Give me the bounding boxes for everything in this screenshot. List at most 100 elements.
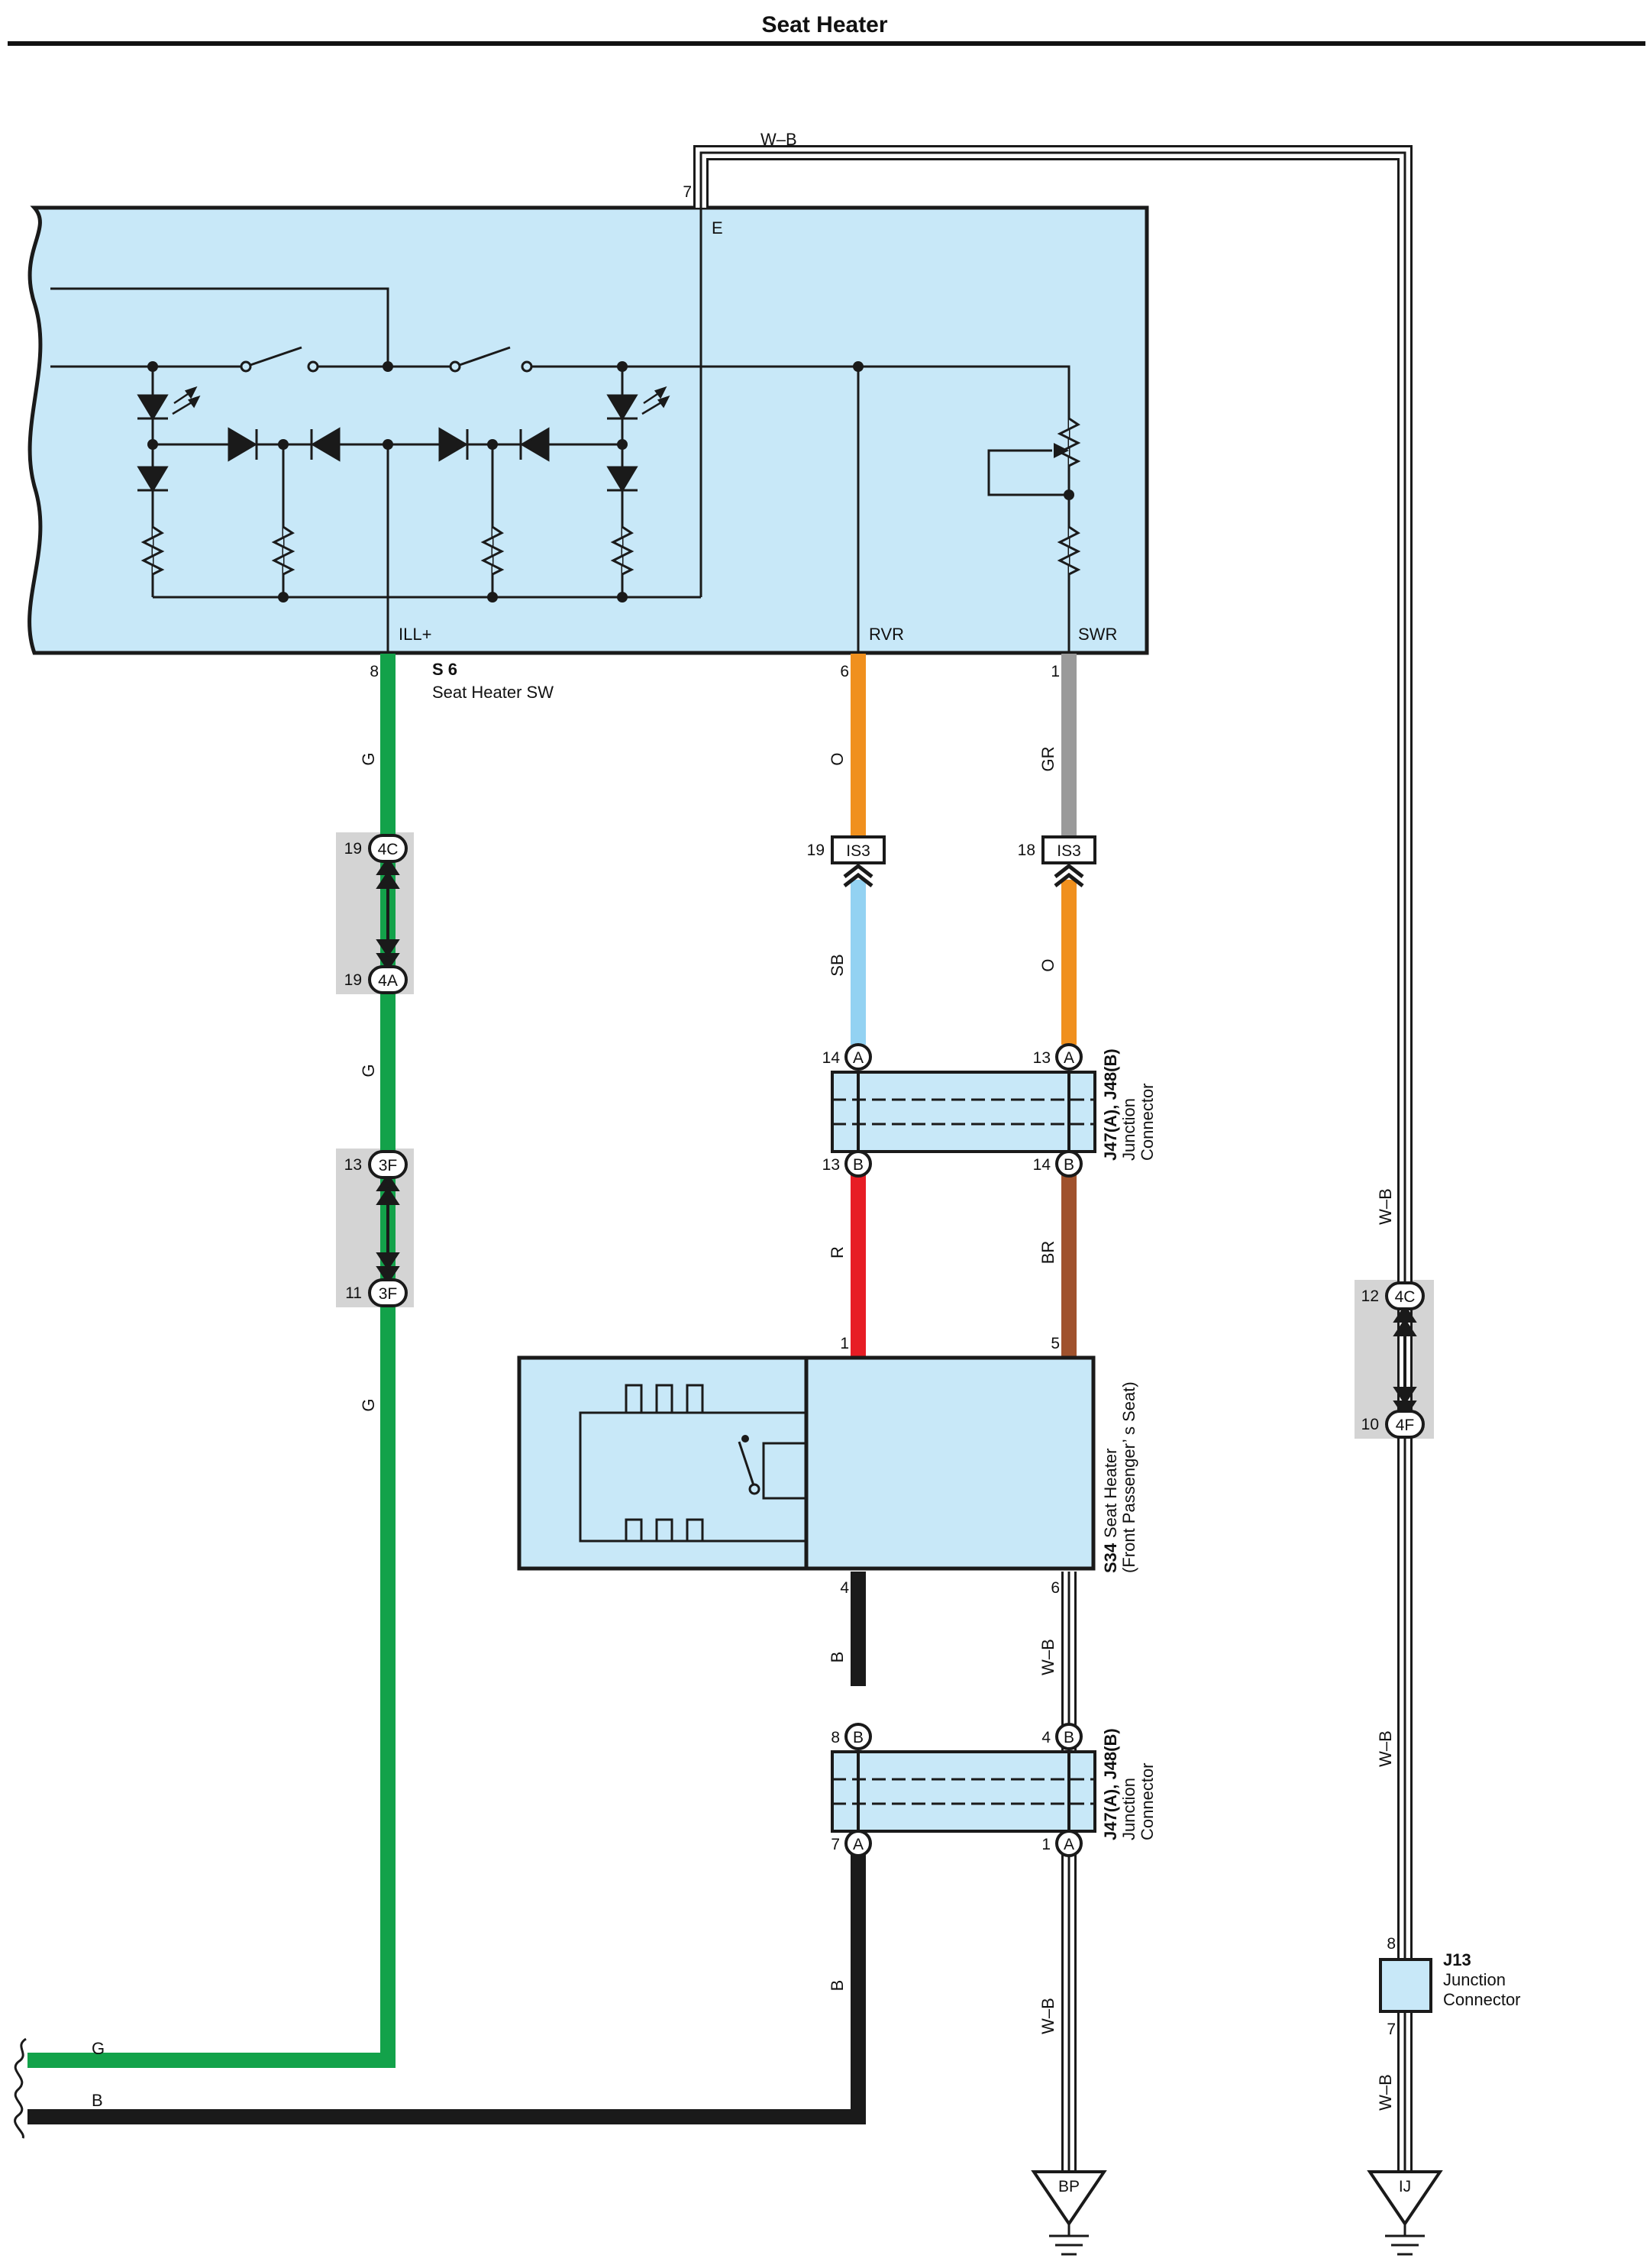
pin-circle-j47-bot-b-left: B xyxy=(844,1723,872,1750)
pin-g-4a: 19 xyxy=(344,971,362,989)
svg-text:J47(A), J48(B): J47(A), J48(B) xyxy=(1101,1048,1120,1161)
wire-br-label: BR xyxy=(1038,1241,1057,1265)
connector-is3-right: IS3 xyxy=(1041,835,1096,887)
wire-g-label-3: G xyxy=(359,1398,378,1411)
connector-3f-g-top: 3F xyxy=(368,1150,408,1179)
wire-g-bottom-label: G xyxy=(92,2039,105,2058)
junction-connector-top xyxy=(831,1071,1096,1153)
terminal-rvr-label: RVR xyxy=(869,625,904,644)
pin-j47-top-a-right: 13 xyxy=(1033,1049,1051,1067)
svg-text:A: A xyxy=(1064,1049,1074,1067)
pin-wb-4c: 12 xyxy=(1361,1287,1379,1305)
pin-j47-bot-a-right: 1 xyxy=(1041,1836,1051,1853)
svg-text:(Front Passenger’ s Seat): (Front Passenger’ s Seat) xyxy=(1119,1381,1138,1573)
j13-code: J13 xyxy=(1443,1950,1471,1969)
wire-wb-top-label: W–B xyxy=(760,130,797,149)
s6-pin-rvr: 6 xyxy=(840,663,849,680)
s34-label: S34 Seat Heater (Front Passenger’ s Seat… xyxy=(1101,1381,1138,1573)
s6-name: Seat Heater SW xyxy=(432,683,554,702)
pin-s34-out-right: 6 xyxy=(1051,1579,1060,1597)
svg-text:IS3: IS3 xyxy=(1057,842,1081,860)
pin-is3-left: 19 xyxy=(807,842,825,859)
connector-4a-g: 4A xyxy=(368,965,408,994)
svg-text:BP: BP xyxy=(1058,2178,1080,2195)
ground-ij: IJ xyxy=(1367,2170,1443,2256)
pin-circle-j47-top-b-right: B xyxy=(1055,1150,1083,1178)
svg-text:3F: 3F xyxy=(379,1285,398,1303)
pin-is3-right: 18 xyxy=(1018,842,1035,859)
wire-wb-label-1: W–B xyxy=(1038,1639,1057,1675)
title-rule xyxy=(8,41,1645,46)
pin-g-4c: 19 xyxy=(344,840,362,858)
junction-connector-bottom xyxy=(831,1750,1096,1833)
s6-pin-ill: 8 xyxy=(370,663,379,680)
svg-text:B: B xyxy=(853,1156,864,1174)
wire-b-label-2: B xyxy=(828,1980,847,1992)
connector-4c-wb: 4C xyxy=(1385,1281,1425,1310)
connector-is3-left: IS3 xyxy=(831,835,886,887)
pin-circle-j47-bot-b-right: B xyxy=(1055,1723,1083,1750)
pin-s34-out-left: 4 xyxy=(840,1579,849,1597)
pin-j47-top-b-left: 13 xyxy=(822,1156,840,1174)
pin-g-3f-bottom: 11 xyxy=(345,1284,362,1302)
pin-j47-bot-a-left: 7 xyxy=(831,1836,840,1853)
svg-text:Junction: Junction xyxy=(1119,1098,1138,1161)
page-title: Seat Heater xyxy=(761,12,887,37)
svg-text:4C: 4C xyxy=(378,841,399,858)
wire-o-label: O xyxy=(828,752,847,765)
s6-code: S 6 xyxy=(432,660,457,679)
j47-top-label: J47(A), J48(B) Junction Connector xyxy=(1101,1048,1157,1161)
pin-wb-4f: 10 xyxy=(1361,1416,1379,1433)
pin-s34-in-right: 5 xyxy=(1051,1335,1060,1352)
wire-break-mark xyxy=(14,2037,27,2139)
connector-3f-g-bottom: 3F xyxy=(368,1278,408,1307)
j47-bottom-label: J47(A), J48(B) Junction Connector xyxy=(1101,1728,1157,1840)
wire-gr-label: GR xyxy=(1038,747,1057,772)
svg-text:Connector: Connector xyxy=(1138,1083,1157,1161)
svg-text:3F: 3F xyxy=(379,1157,398,1174)
terminal-swr-label: SWR xyxy=(1078,625,1117,644)
pin-circle-j47-top-b-left: B xyxy=(844,1150,872,1178)
wire-r-label: R xyxy=(828,1246,847,1258)
wire-b-bottom xyxy=(27,1853,866,2124)
pin-j47-bot-b-right: 4 xyxy=(1041,1729,1051,1746)
svg-text:A: A xyxy=(853,1049,864,1067)
wire-b-label-1: B xyxy=(828,1652,847,1663)
pin-j47-bot-b-left: 8 xyxy=(831,1729,840,1746)
svg-text:IJ: IJ xyxy=(1399,2178,1411,2195)
wire-g-label-1: G xyxy=(359,752,378,765)
seat-heater-s34 xyxy=(517,1355,1096,1571)
pin-j13-bottom: 7 xyxy=(1387,2021,1396,2038)
j13-junction-connector xyxy=(1379,1958,1432,2013)
svg-text:A: A xyxy=(853,1836,864,1853)
j13-line1: Junction xyxy=(1443,1970,1506,1989)
terminal-ill-label: ILL+ xyxy=(399,625,431,644)
svg-text:4F: 4F xyxy=(1396,1417,1415,1434)
svg-text:B: B xyxy=(1064,1729,1074,1746)
pin-circle-j47-bot-a-right: A xyxy=(1055,1830,1083,1857)
svg-text:4C: 4C xyxy=(1395,1288,1416,1306)
svg-text:Connector: Connector xyxy=(1138,1762,1157,1840)
svg-text:Junction: Junction xyxy=(1119,1778,1138,1840)
pin-j13-top: 8 xyxy=(1387,1935,1396,1953)
connector-4c-g: 4C xyxy=(368,834,408,863)
pin-g-3f-top: 13 xyxy=(344,1156,362,1174)
wire-wb-right-label-2: W–B xyxy=(1376,1730,1395,1767)
pin-j47-top-b-right: 14 xyxy=(1033,1156,1051,1174)
wire-wb-label-2: W–B xyxy=(1038,1998,1057,2034)
svg-text:4A: 4A xyxy=(378,972,398,990)
svg-text:S34: S34 xyxy=(1101,1543,1120,1573)
pin-circle-j47-top-a-right: A xyxy=(1055,1043,1083,1071)
wire-b-bottom-label: B xyxy=(92,2091,103,2110)
wire-wb-right-label-1: W–B xyxy=(1376,1188,1395,1225)
seat-heater-switch: ILL+ RVR SWR E xyxy=(27,205,1149,655)
svg-text:IS3: IS3 xyxy=(846,842,870,860)
wire-g xyxy=(27,654,396,2068)
connector-4f-wb: 4F xyxy=(1385,1410,1425,1439)
pin-circle-j47-top-a-left: A xyxy=(844,1043,872,1071)
wire-sb-label: SB xyxy=(828,954,847,976)
svg-text:A: A xyxy=(1064,1836,1074,1853)
pin-circle-j47-bot-a-left: A xyxy=(844,1830,872,1857)
svg-text:B: B xyxy=(853,1729,864,1746)
